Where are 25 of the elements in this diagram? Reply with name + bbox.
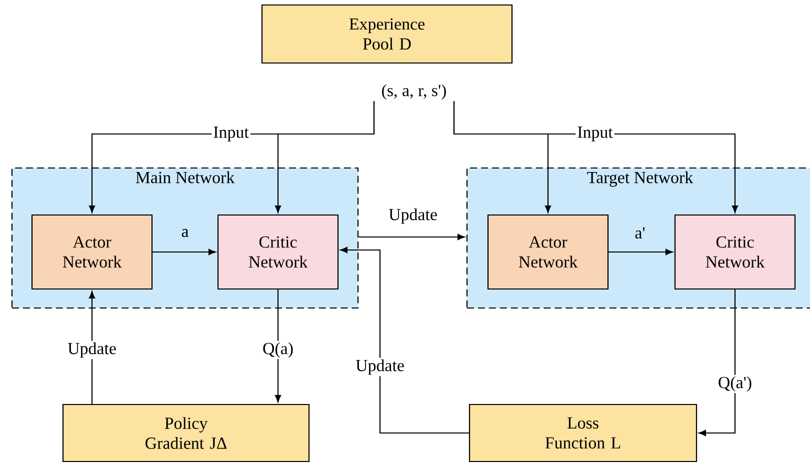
edge-label: Update bbox=[354, 358, 406, 376]
edge-label: Update bbox=[66, 340, 118, 360]
arrow bbox=[274, 101, 375, 213]
arrow bbox=[698, 290, 736, 436]
actor-box: Actor Network bbox=[487, 214, 609, 290]
arrow bbox=[274, 290, 282, 402]
edge-label: Q(a') bbox=[716, 374, 754, 394]
critic-box: Critic Network bbox=[217, 214, 339, 290]
process-box: Loss Function L bbox=[468, 404, 698, 462]
arrow bbox=[358, 234, 465, 240]
edge-label: a' bbox=[633, 226, 647, 240]
edge-label: Update bbox=[387, 206, 439, 226]
critic-box: Critic Network bbox=[674, 214, 796, 290]
arrow bbox=[152, 248, 216, 256]
process-box: Policy Gradient JΔ bbox=[62, 404, 310, 462]
actor-box: Actor Network bbox=[31, 214, 153, 290]
arrow bbox=[88, 291, 96, 404]
process-box: Experience Pool D bbox=[261, 4, 513, 64]
edge-label: Q(a) bbox=[261, 340, 296, 360]
arrow bbox=[340, 246, 469, 434]
edge-label: Input bbox=[576, 125, 614, 143]
tuple-text: (s, a, r, s') bbox=[382, 84, 446, 100]
arrow bbox=[608, 248, 673, 256]
arrow bbox=[453, 101, 738, 213]
edge-label: Input bbox=[212, 125, 250, 143]
